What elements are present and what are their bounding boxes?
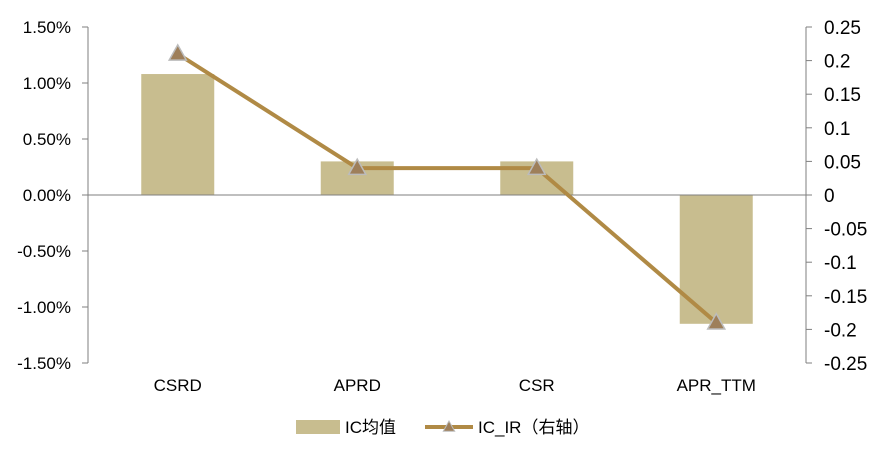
left-tick-label: 1.50% <box>23 18 71 37</box>
right-tick-label: -0.2 <box>824 320 857 341</box>
left-axis: 1.50% 1.00% 0.50% 0.00% -0.50% -1.00% -1.50% <box>17 18 89 373</box>
right-tick-label: 0.05 <box>824 152 861 173</box>
right-tick-label: 0.1 <box>824 119 850 140</box>
ic-ir-marker-CSR <box>526 157 547 176</box>
ic-ir-marker-APRD <box>347 157 368 176</box>
bar-CSRD <box>141 74 215 195</box>
right-tick-label: 0 <box>824 186 835 207</box>
right-axis: 0.25 0.2 0.15 0.1 0.05 0 -0.05 -0.1 -0.15 -0.2 -0.… <box>805 18 867 375</box>
ic-ir-line <box>176 52 718 325</box>
legend-triangle-marker <box>442 419 456 432</box>
legend-line-label: IC_IR（右轴） <box>478 418 589 437</box>
right-tick-label: 0.2 <box>824 52 850 73</box>
category-label: CSR <box>519 376 555 395</box>
line-series <box>167 43 727 330</box>
legend-bar-swatch <box>296 420 340 434</box>
right-tick-label: 0.15 <box>824 85 861 106</box>
category-label: CSRD <box>154 376 202 395</box>
right-tick-label: -0.25 <box>824 354 867 375</box>
left-tick-label: -0.50% <box>17 242 71 261</box>
legend: IC均值 IC_IR（右轴） <box>296 418 589 437</box>
right-tick-label: 0.25 <box>824 18 861 39</box>
category-label: APRD <box>334 376 381 395</box>
ic-ir-marker-CSRD <box>167 43 188 61</box>
left-tick-label: -1.00% <box>17 298 71 317</box>
ic-ir-marker-APR_TTM <box>706 312 727 330</box>
bar-series <box>141 74 753 324</box>
right-tick-label: -0.1 <box>824 253 857 274</box>
left-tick-label: -1.50% <box>17 354 71 373</box>
left-tick-label: 0.50% <box>23 130 71 149</box>
right-tick-label: -0.05 <box>824 220 867 241</box>
right-tick-label: -0.15 <box>824 287 867 308</box>
category-label: APR_TTM <box>677 376 756 395</box>
left-tick-label: 1.00% <box>23 74 71 93</box>
legend-bar-label: IC均值 <box>345 418 396 437</box>
left-tick-label: 0.00% <box>23 186 71 205</box>
category-labels: CSRD APRD CSR APR_TTM <box>154 376 756 395</box>
bar-APR_TTM <box>679 195 753 324</box>
